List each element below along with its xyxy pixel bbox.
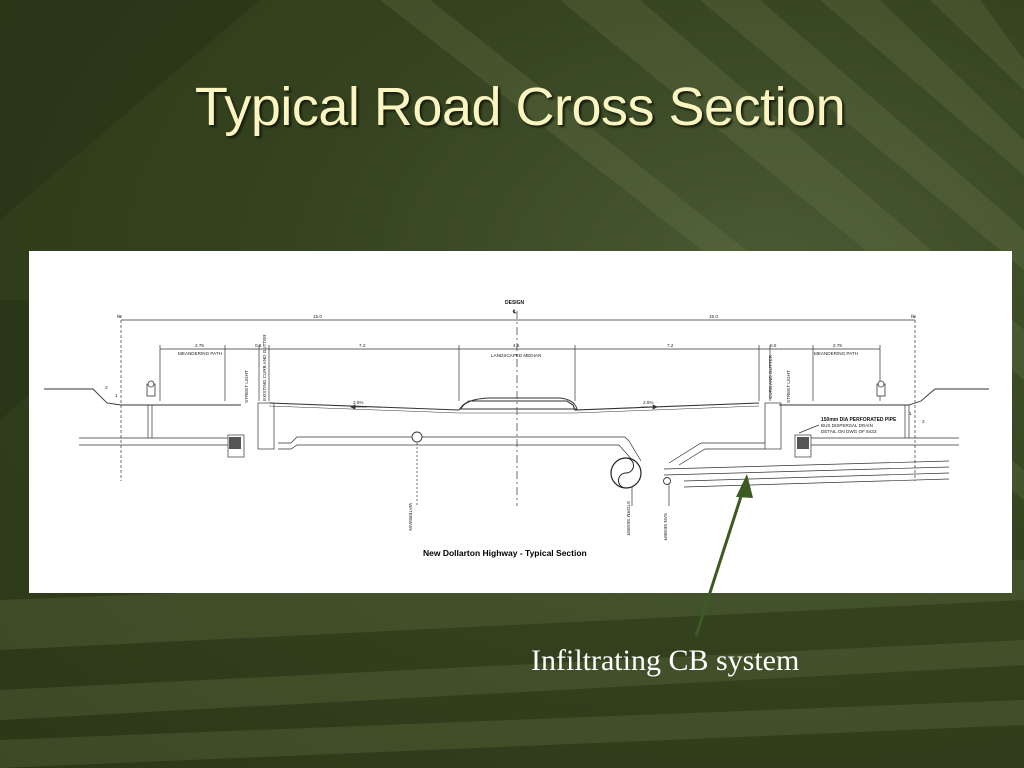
meandering-path-right: MEANDERING PATH xyxy=(814,351,858,356)
drawing-caption: New Dollarton Highway - Typical Section xyxy=(423,548,587,558)
drain-head-right xyxy=(797,437,809,449)
san-sewer-pipe xyxy=(663,477,671,485)
landscaped-median-label: LANDSCAPED MEDIAN xyxy=(491,353,541,358)
path-width-right: 2.75 xyxy=(833,343,842,348)
lane-right: 7.2 xyxy=(667,343,674,348)
san-sewer-label: SAN SEWER xyxy=(663,513,668,541)
storm-sewer-label: STORM SEWER xyxy=(626,501,631,536)
slide-title: Typical Road Cross Section xyxy=(194,77,846,137)
watermain-pipe xyxy=(411,431,423,443)
curb-width-right: 0.5 xyxy=(770,343,777,348)
meandering-path-left: MEANDERING PATH xyxy=(178,351,222,356)
curb-width-left: 0.5 xyxy=(255,343,262,348)
callout-arrowhead xyxy=(736,474,753,498)
drain-head-left xyxy=(229,437,241,449)
row-right-symbol: ℞ xyxy=(911,314,916,319)
design-label: DESIGN xyxy=(505,300,525,306)
lane-left: 7.2 xyxy=(359,343,366,348)
width-left: 15.0 xyxy=(313,314,322,319)
path-width-left: 2.75 xyxy=(195,343,204,348)
curb-right: CURB AND GUTTER xyxy=(768,354,773,399)
width-right: 16.0 xyxy=(709,314,718,319)
road-cross-section-drawing: DESIGN ℄ ℞ ℞ 15.0 16.0 2.75 0.5 7.2 4.6 … xyxy=(29,251,1012,593)
callout-label: Infiltrating CB system xyxy=(531,644,800,677)
slope-right: 2.5% xyxy=(643,400,653,405)
side-slope-v-right: 2 xyxy=(922,419,925,424)
side-slope-h: 3 xyxy=(105,385,108,390)
storm-sewer-pipe xyxy=(610,457,642,489)
watermain-label: WATERMAIN xyxy=(408,503,413,531)
side-slope-v: 1 xyxy=(115,393,118,398)
cross-section-svg: DESIGN ℄ ℞ ℞ 15.0 16.0 2.75 0.5 7.2 4.6 … xyxy=(44,300,989,558)
slope-left: 2.5% xyxy=(353,400,363,405)
perforated-pipe-note-2: BUS DISPERSAL DRAIN xyxy=(821,423,873,428)
street-light-left: STREET LIGHT xyxy=(244,370,249,403)
perforated-pipe-note-1: 150mm DIA PERFORATED PIPE xyxy=(821,417,897,423)
curb-left: EXISTING CURB AND GUTTER xyxy=(262,334,267,401)
perforated-pipe-note-3: DETAIL ON DWG OF 8433 xyxy=(821,429,877,434)
median-width: 4.6 xyxy=(513,343,520,348)
centerline-symbol: ℄ xyxy=(512,308,517,315)
row-left-symbol: ℞ xyxy=(117,314,122,319)
side-slope-h-right: 1 xyxy=(909,411,912,416)
street-light-right: STREET LIGHT xyxy=(786,370,791,403)
